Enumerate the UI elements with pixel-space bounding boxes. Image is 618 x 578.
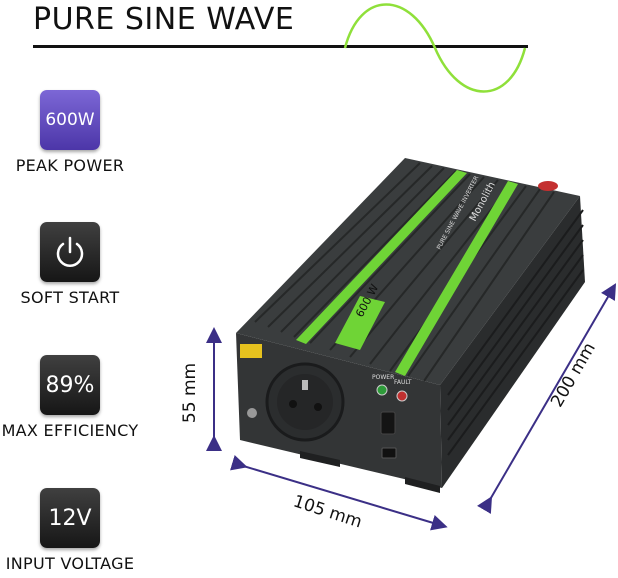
- height-dimension-label: 55 mm: [180, 362, 201, 424]
- sine-wave-icon: [343, 3, 527, 93]
- length-dimension-arrow: [477, 283, 617, 514]
- feature-label: SOFT START: [20, 288, 120, 307]
- page-title: PURE SINE WAVE: [33, 2, 295, 37]
- title-underline: [33, 45, 528, 48]
- feature-peak-power: 600W PEAK POWER: [10, 90, 130, 175]
- voltage-tile: 12V: [40, 488, 100, 548]
- feature-soft-start: SOFT START: [8, 222, 132, 307]
- feature-label: PEAK POWER: [15, 156, 125, 175]
- feature-input-voltage: 12V INPUT VOLTAGE: [0, 488, 140, 573]
- peak-power-tile: 600W: [40, 90, 100, 150]
- efficiency-tile: 89%: [40, 355, 100, 415]
- fault-label-text: FAULT: [394, 379, 412, 386]
- feature-label: INPUT VOLTAGE: [5, 554, 135, 573]
- power-label-text: POWER: [372, 374, 394, 381]
- width-dimension-arrow: [230, 455, 448, 531]
- power-icon: [40, 222, 100, 282]
- feature-max-efficiency: 89% MAX EFFICIENCY: [0, 355, 140, 440]
- feature-label: MAX EFFICIENCY: [1, 421, 139, 440]
